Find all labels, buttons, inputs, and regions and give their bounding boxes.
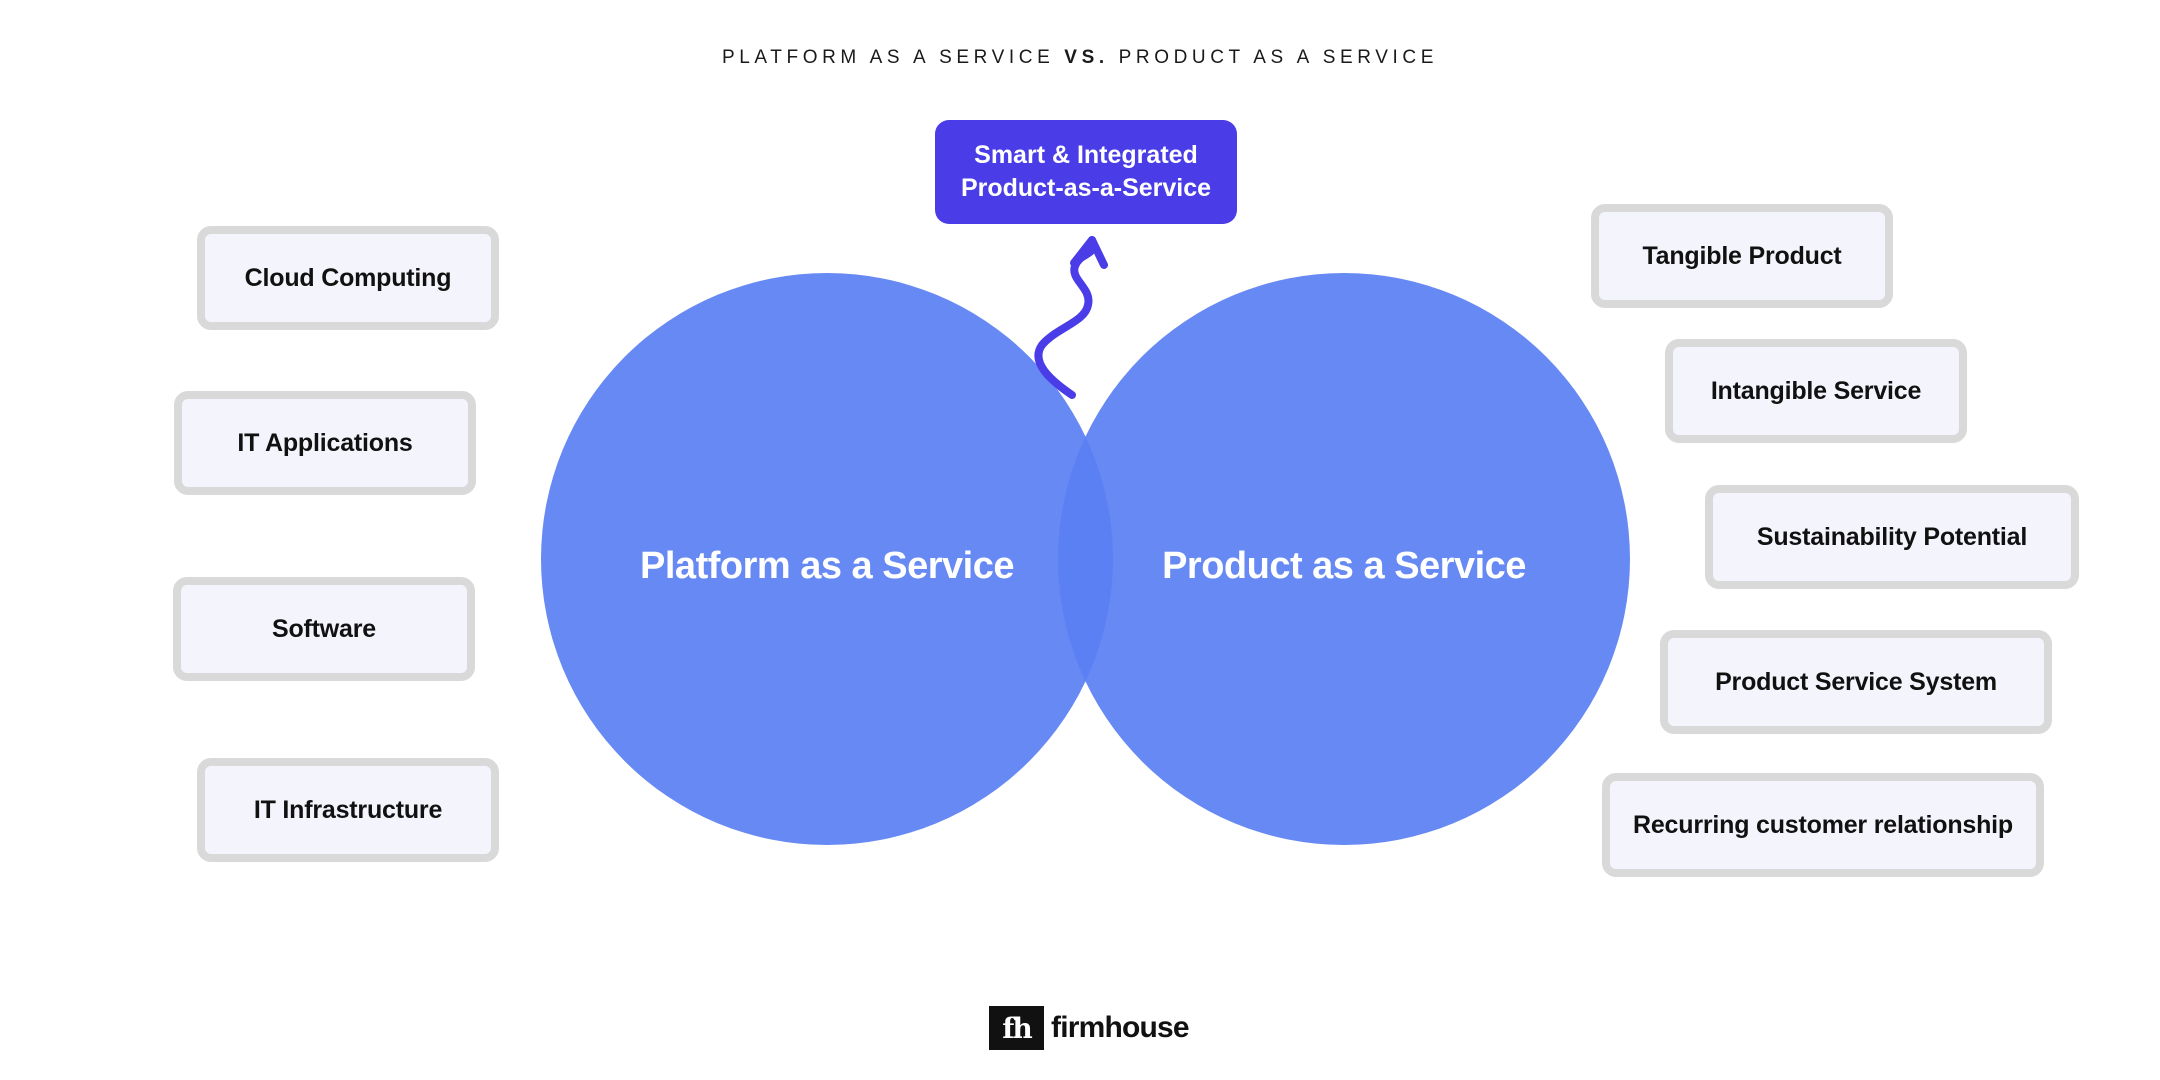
feature-cloud-computing: Cloud Computing bbox=[197, 226, 499, 330]
logo-mark: fh bbox=[989, 1006, 1044, 1050]
feature-it-infrastructure: IT Infrastructure bbox=[197, 758, 499, 862]
feature-intangible-service: Intangible Service bbox=[1665, 339, 1967, 443]
squiggle-arrow bbox=[1034, 236, 1098, 399]
feature-tangible-product: Tangible Product bbox=[1591, 204, 1893, 308]
product-label: Product as a Service bbox=[1162, 545, 1526, 587]
platform-label: Platform as a Service bbox=[640, 545, 1014, 587]
platform-circle bbox=[541, 273, 1113, 845]
logo-wordmark: firmhouse bbox=[1051, 1011, 1190, 1044]
feature-it-applications: IT Applications bbox=[174, 391, 476, 495]
smart-integrated-box: Smart & Integrated Product-as-a-Service bbox=[935, 120, 1237, 224]
product-circle bbox=[1058, 273, 1630, 845]
feature-recurring-relationship: Recurring customer relationship bbox=[1602, 773, 2044, 877]
highlight-line-2: Product-as-a-Service bbox=[960, 174, 1212, 202]
firmhouse-logo: fh firmhouse bbox=[989, 1006, 1190, 1050]
feature-software: Software bbox=[173, 577, 475, 681]
feature-product-service-system: Product Service System bbox=[1660, 630, 2052, 734]
title-right: PRODUCT AS A SERVICE bbox=[1118, 47, 1439, 68]
highlight-line-1: Smart & Integrated bbox=[974, 141, 1198, 169]
title-vs: VS. bbox=[1064, 47, 1109, 68]
arrow-head-icon bbox=[1070, 236, 1108, 269]
title-left: PLATFORM AS A SERVICE bbox=[721, 47, 1055, 68]
feature-sustainability-potential: Sustainability Potential bbox=[1705, 485, 2079, 589]
diagram-title: PLATFORM AS A SERVICE VS. PRODUCT AS A S… bbox=[0, 47, 2160, 69]
